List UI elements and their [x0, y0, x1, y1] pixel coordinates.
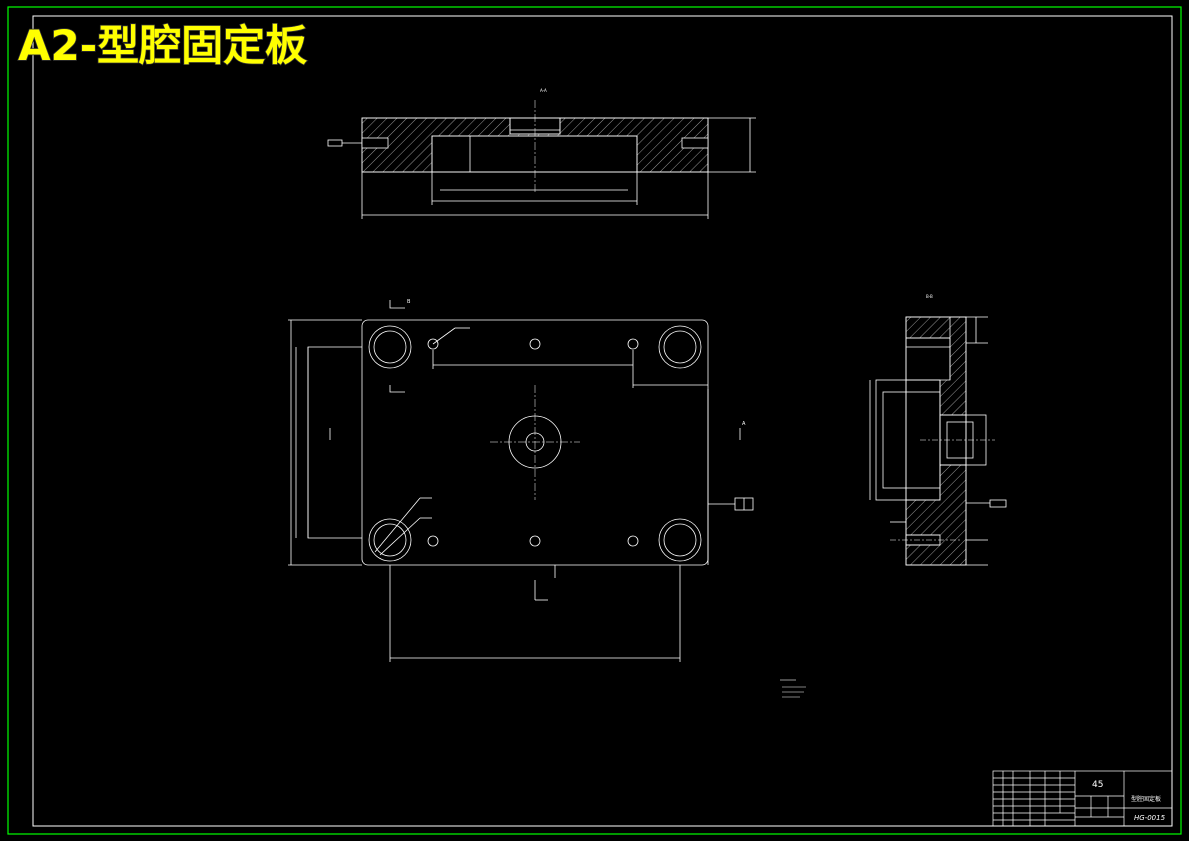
- title-block-material: 45: [1092, 780, 1103, 790]
- drawing-title: A2-型腔固定板: [18, 21, 307, 70]
- section-aa-view: A-A: [327, 88, 756, 219]
- title-block-drawing-number: HG-0015: [1134, 814, 1166, 822]
- section-aa-label: A-A: [540, 88, 547, 93]
- section-marker-a-right: A: [742, 421, 746, 427]
- section-bb-view: B-B: [869, 294, 1007, 566]
- outer-frame: [7, 6, 1182, 835]
- section-bb-label: B-B: [926, 294, 933, 299]
- inner-frame: [32, 15, 1173, 827]
- title-block: [992, 770, 1173, 827]
- section-bb-hatch: [905, 316, 967, 566]
- section-marker-b-top: B: [407, 299, 411, 305]
- plan-view: [288, 300, 754, 662]
- technical-notes: [780, 679, 806, 698]
- title-block-drawing-name: 型腔固定板: [1131, 795, 1161, 803]
